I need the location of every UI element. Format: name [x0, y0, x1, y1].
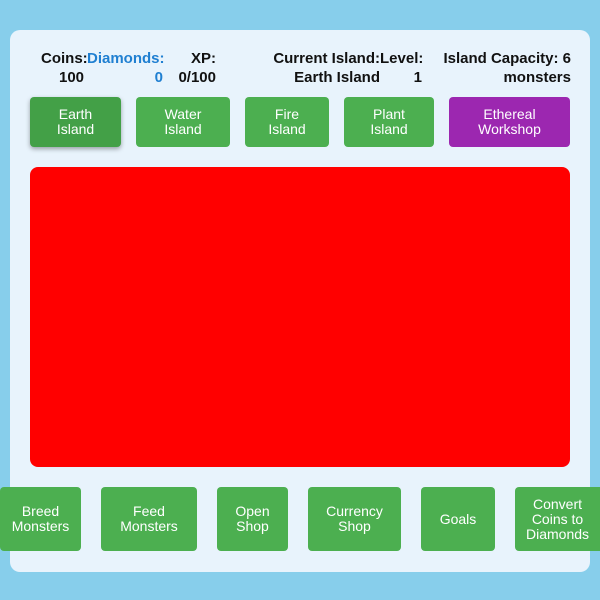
current-island-label: Current Island:: [273, 50, 380, 67]
level-label: Level:: [380, 50, 424, 67]
diamonds-label: Diamonds:: [87, 50, 165, 67]
fire-island-button[interactable]: Fire Island: [245, 97, 329, 147]
ethereal-workshop-button[interactable]: Ethereal Workshop: [449, 97, 570, 147]
diamonds-value: 0: [154, 69, 163, 86]
capacity-stat: Island Capacity: 6 monsters: [436, 49, 571, 87]
level-value: 1: [413, 69, 422, 86]
current-island-value: Earth Island: [294, 69, 380, 86]
coins-value: 100: [59, 69, 85, 86]
xp-stat: XP: 0/100: [165, 49, 216, 87]
island-scene[interactable]: [30, 167, 570, 467]
current-island-stat: Current Island: Earth Island: [266, 49, 380, 87]
coins-label: Coins:: [41, 50, 88, 67]
currency-shop-button[interactable]: Currency Shop: [308, 487, 401, 551]
xp-value: 0/100: [178, 69, 216, 86]
water-island-button[interactable]: Water Island: [136, 97, 230, 147]
earth-island-button[interactable]: Earth Island: [30, 97, 121, 147]
capacity-line-2: monsters: [503, 69, 571, 86]
open-shop-button[interactable]: Open Shop: [217, 487, 288, 551]
goals-button[interactable]: Goals: [421, 487, 495, 551]
convert-coins-button[interactable]: Convert Coins to Diamonds: [515, 487, 600, 551]
feed-monsters-button[interactable]: Feed Monsters: [101, 487, 197, 551]
xp-label: XP:: [190, 50, 216, 67]
plant-island-button[interactable]: Plant Island: [344, 97, 434, 147]
capacity-line-1: Island Capacity: 6: [443, 50, 571, 67]
level-stat: Level: 1: [380, 49, 423, 87]
breed-monsters-button[interactable]: Breed Monsters: [0, 487, 81, 551]
coins-stat: Coins: 100: [41, 49, 88, 87]
diamonds-stat: Diamonds: 0: [87, 49, 165, 87]
